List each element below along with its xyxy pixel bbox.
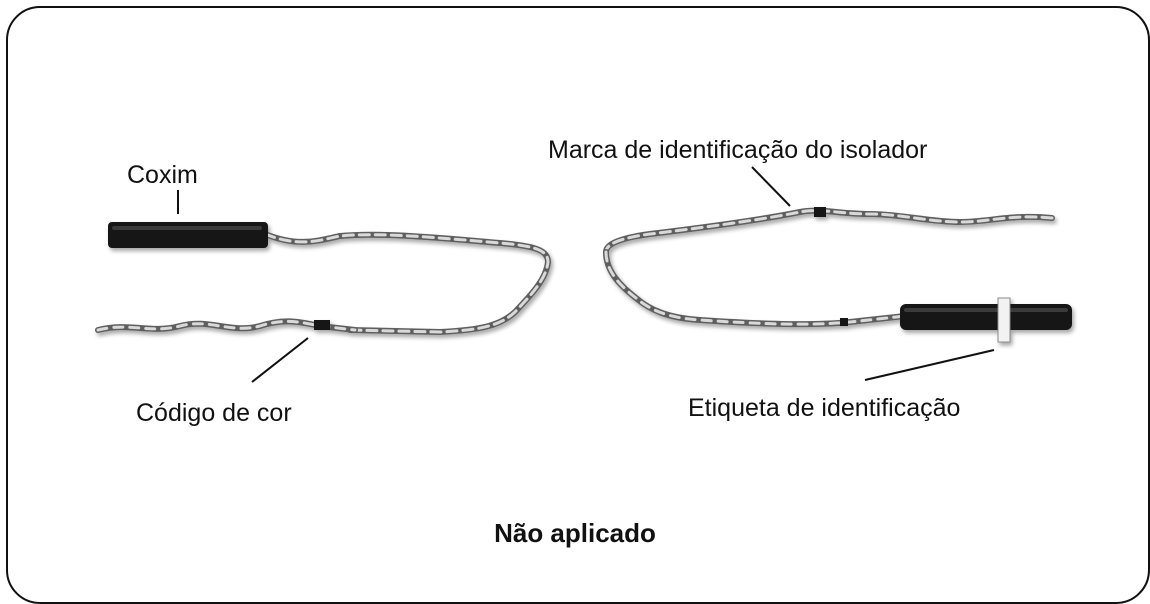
pad-sleeve [108, 222, 268, 248]
id-tag [997, 297, 1011, 343]
insulator-mark-label: Marca de identificação do isolador [548, 136, 928, 164]
id-tag-label: Etiqueta de identificação [688, 394, 961, 422]
right-wire-assembly [603, 207, 1072, 343]
insulator-mark-leader-line [751, 166, 791, 207]
color-code-mark [314, 320, 330, 330]
insulator-mark [814, 207, 826, 217]
caption: Não aplicado [494, 518, 656, 548]
color-code-leader-line [251, 337, 309, 383]
left-wire-assembly [95, 222, 552, 336]
pad-label: Coxim [127, 161, 198, 189]
id-tag-leader-line [864, 349, 995, 381]
tag-sleeve [900, 304, 1072, 330]
color-code-label: Código de cor [136, 399, 292, 427]
